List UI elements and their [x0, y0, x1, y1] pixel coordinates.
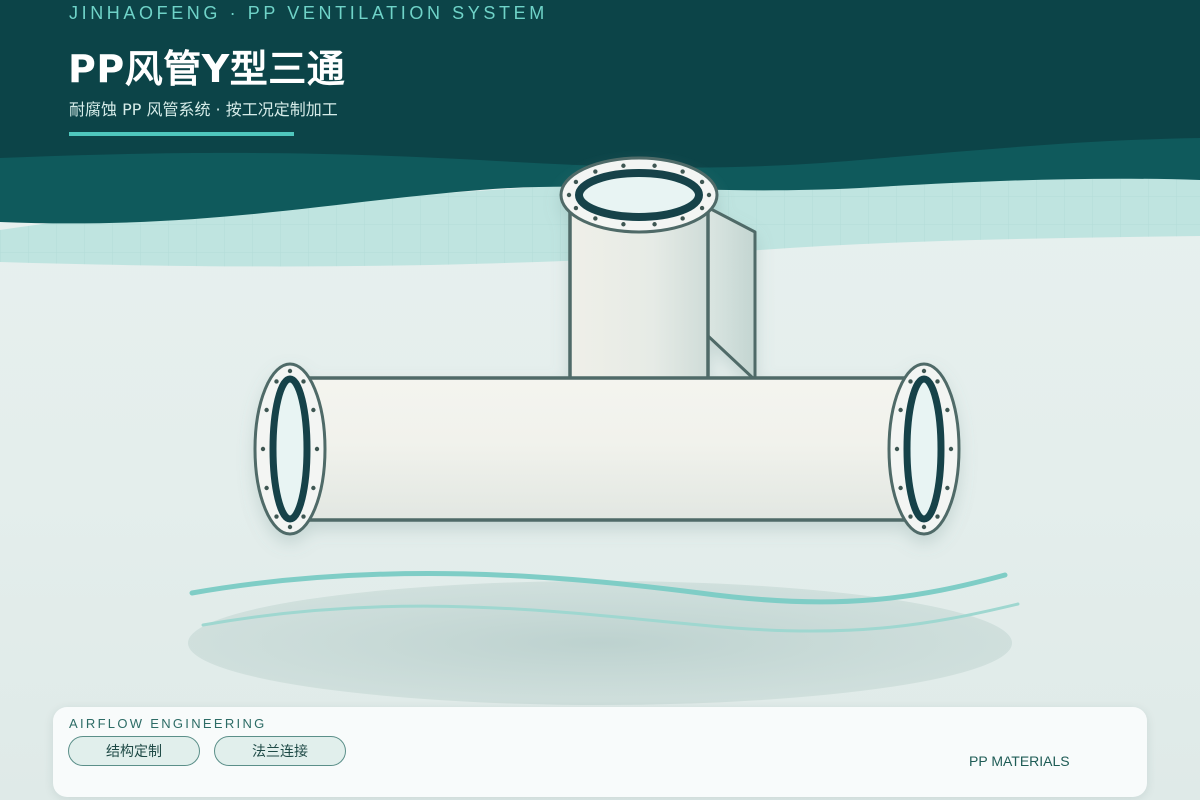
bolt-hole: [593, 216, 598, 221]
airflow-line: [189, 570, 1008, 605]
bolt-hole: [287, 524, 293, 530]
bolt-hole: [898, 485, 903, 491]
chip-structure-custom[interactable]: 结构定制: [68, 736, 200, 766]
bolt-hole: [621, 222, 626, 227]
bolt-hole: [945, 485, 950, 491]
page-subtitle: 耐腐蚀 PP 风管系统 · 按工况定制加工: [69, 100, 338, 119]
header-band: [0, 0, 1200, 168]
materials-label: PP MATERIALS: [969, 753, 1070, 769]
bolt-hole: [264, 485, 269, 491]
bolt-hole: [652, 163, 657, 168]
bolt-hole: [573, 179, 579, 185]
bolt-hole: [908, 379, 913, 384]
bolt-hole: [908, 514, 913, 519]
chip-flange-connection[interactable]: 法兰连接: [214, 736, 346, 766]
bolt-hole: [921, 368, 927, 374]
bolt-hole: [287, 368, 293, 374]
bolt-hole: [311, 407, 316, 413]
bolt-hole: [593, 169, 598, 174]
airflow-line: [201, 602, 1020, 633]
bolt-hole: [921, 524, 927, 530]
bolt-hole: [573, 205, 579, 211]
bolt-hole: [652, 222, 657, 227]
floor-shadow: [188, 581, 1012, 705]
bolt-hole: [314, 446, 320, 452]
brand-tagline: JINHAOFENG · PP VENTILATION SYSTEM: [69, 3, 548, 23]
page-title: PP风管Y型三通: [68, 47, 346, 91]
bolt-hole: [699, 205, 705, 211]
bolt-hole: [566, 192, 572, 198]
bolt-hole: [301, 379, 306, 384]
bolt-hole: [274, 379, 279, 384]
bolt-hole: [680, 169, 685, 174]
bolt-hole: [260, 446, 266, 452]
bolt-hole: [699, 179, 705, 185]
bolt-hole: [311, 485, 316, 491]
bolt-hole: [264, 407, 269, 413]
feature-card: AIRFLOW ENGINEERING 结构定制 法兰连接 PP MATERIA…: [53, 707, 1147, 797]
bolt-hole: [945, 407, 950, 413]
bolt-hole: [894, 446, 900, 452]
bolt-hole: [898, 407, 903, 413]
bolt-hole: [621, 163, 626, 168]
title-accent-bar: [69, 132, 294, 136]
bolt-hole: [948, 446, 954, 452]
bolt-hole: [935, 379, 940, 384]
bolt-hole: [680, 216, 685, 221]
card-label: AIRFLOW ENGINEERING: [69, 716, 267, 731]
bolt-hole: [274, 514, 279, 519]
bolt-hole: [935, 514, 940, 519]
bolt-hole: [706, 192, 712, 198]
bolt-hole: [301, 514, 306, 519]
